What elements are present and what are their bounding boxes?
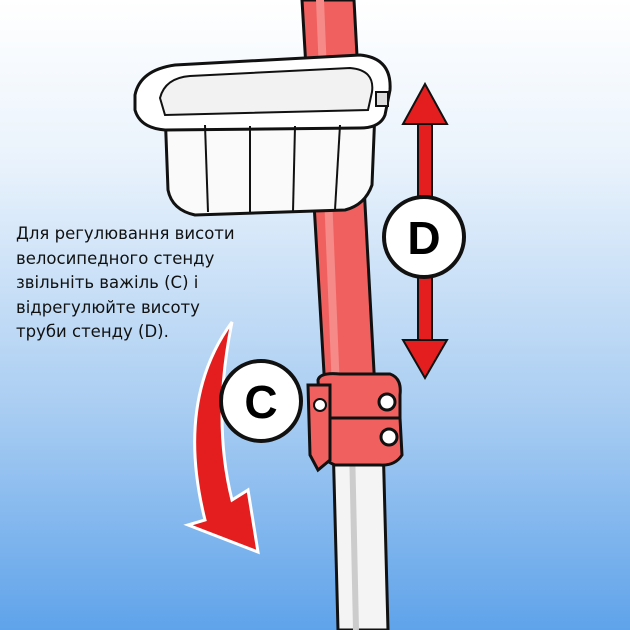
label-d: D (407, 212, 440, 264)
label-d-badge: D (382, 195, 466, 279)
instruction-caption: Для регулювання висоти велосипедного сте… (16, 222, 256, 345)
caption-line: відрегулюйте висоту (16, 297, 200, 317)
caption-line: Для регулювання висоти (16, 224, 235, 243)
quick-release-lever (306, 383, 332, 473)
caption-line: звільніть важіль (C) і (16, 273, 199, 292)
label-c: C (244, 376, 277, 428)
caption-line: труби стенду (D). (16, 322, 169, 341)
tool-tray-basket (133, 53, 392, 217)
caption-line: велосипедного стенду (16, 248, 215, 268)
lower-tube (331, 438, 390, 630)
label-c-badge: C (219, 359, 303, 443)
clamp-assembly (306, 372, 404, 473)
